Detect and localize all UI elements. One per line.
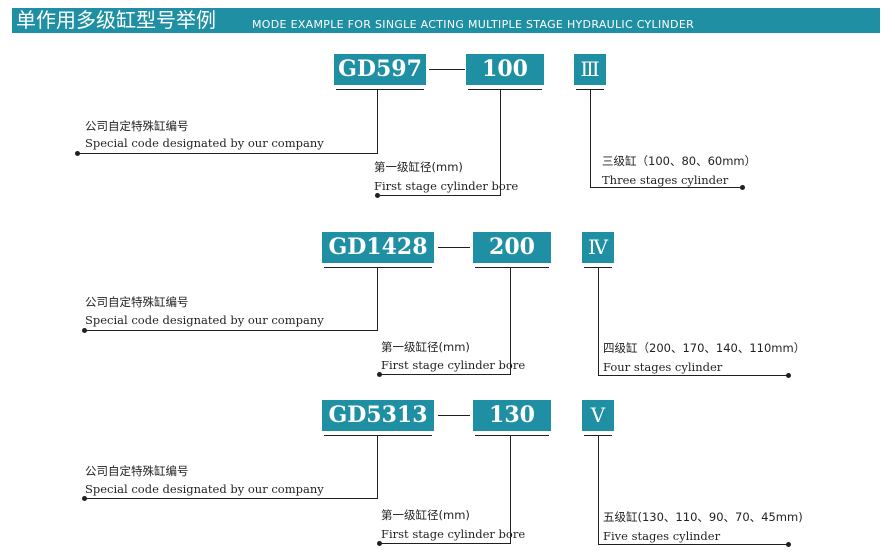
leader-stage-vertical (598, 436, 599, 544)
leader-code-dot (82, 496, 87, 501)
leader-code-vertical (377, 268, 378, 330)
section-title-en: MODE EXAMPLE FOR SINGLE ACTING MULTIPLE … (252, 18, 695, 31)
leader-stage-horizontal (590, 187, 742, 188)
underline-code (336, 89, 424, 90)
leader-code-horizontal (85, 498, 378, 499)
code-label-en: Special code designated by our company (85, 482, 324, 496)
leader-code-dot (75, 151, 80, 156)
stage-box: Ⅴ (582, 400, 614, 431)
leader-stage-dot (786, 542, 791, 547)
bore-box: 200 (473, 232, 551, 263)
leader-stage-vertical (598, 268, 599, 375)
bore-label-en: First stage cylinder bore (374, 179, 519, 193)
model-code-box: GD5313 (322, 400, 434, 431)
model-code-box: GD597 (334, 54, 426, 85)
underline-stage (576, 89, 604, 90)
dash-connector (438, 415, 470, 416)
section-header-bar: 单作用多级缸型号举例 MODE EXAMPLE FOR SINGLE ACTIN… (12, 8, 880, 33)
bore-label-cn: 第一级缸径(mm) (374, 160, 463, 174)
bore-label-en: First stage cylinder bore (381, 527, 526, 541)
underline-bore (468, 89, 542, 90)
stage-label-en: Three stages cylinder (602, 173, 729, 187)
bore-label-en: First stage cylinder bore (381, 358, 526, 372)
leader-bore-vertical (500, 90, 501, 195)
leader-bore-vertical (510, 268, 511, 374)
leader-bore-horizontal (378, 195, 501, 196)
model-code-box: GD1428 (322, 232, 434, 263)
underline-bore (475, 267, 549, 268)
stage-label-en: Five stages cylinder (603, 529, 721, 543)
leader-code-vertical (377, 90, 378, 153)
code-label-en: Special code designated by our company (85, 136, 324, 150)
stage-label-en: Four stages cylinder (603, 360, 723, 374)
underline-bore (475, 435, 549, 436)
leader-code-horizontal (85, 330, 378, 331)
code-label-cn: 公司自定特殊缸编号 (85, 119, 189, 133)
leader-stage-horizontal (598, 375, 788, 376)
leader-code-dot (82, 328, 87, 333)
stage-box: Ⅳ (582, 232, 614, 263)
leader-bore-horizontal (380, 374, 511, 375)
stage-label-cn: 三级缸（100、80、60mm） (602, 154, 757, 168)
bore-box: 100 (466, 54, 544, 85)
leader-bore-horizontal (380, 543, 511, 544)
leader-bore-vertical (510, 436, 511, 543)
dash-connector (438, 247, 470, 248)
leader-stage-dot (740, 185, 745, 190)
underline-code (324, 435, 432, 436)
code-label-cn: 公司自定特殊缸编号 (85, 295, 189, 309)
bore-label-cn: 第一级缸径(mm) (381, 340, 470, 354)
underline-stage (584, 435, 612, 436)
leader-bore-dot (377, 372, 382, 377)
stage-label-cn: 五级缸(130、110、90、70、45mm) (603, 510, 803, 524)
code-label-cn: 公司自定特殊缸编号 (85, 464, 189, 478)
leader-stage-horizontal (598, 544, 788, 545)
bore-label-cn: 第一级缸径(mm) (381, 508, 470, 522)
leader-code-vertical (377, 436, 378, 498)
stage-box: Ⅲ (574, 54, 606, 85)
leader-bore-dot (375, 193, 380, 198)
underline-code (324, 267, 432, 268)
leader-stage-vertical (590, 90, 591, 187)
leader-stage-dot (786, 373, 791, 378)
leader-code-horizontal (78, 153, 378, 154)
code-label-en: Special code designated by our company (85, 313, 324, 327)
stage-label-cn: 四级缸（200、170、140、110mm） (603, 341, 806, 355)
dash-connector (429, 69, 465, 70)
bore-box: 130 (473, 400, 551, 431)
underline-stage (584, 267, 612, 268)
section-title-cn: 单作用多级缸型号举例 (16, 8, 216, 32)
leader-bore-dot (377, 541, 382, 546)
